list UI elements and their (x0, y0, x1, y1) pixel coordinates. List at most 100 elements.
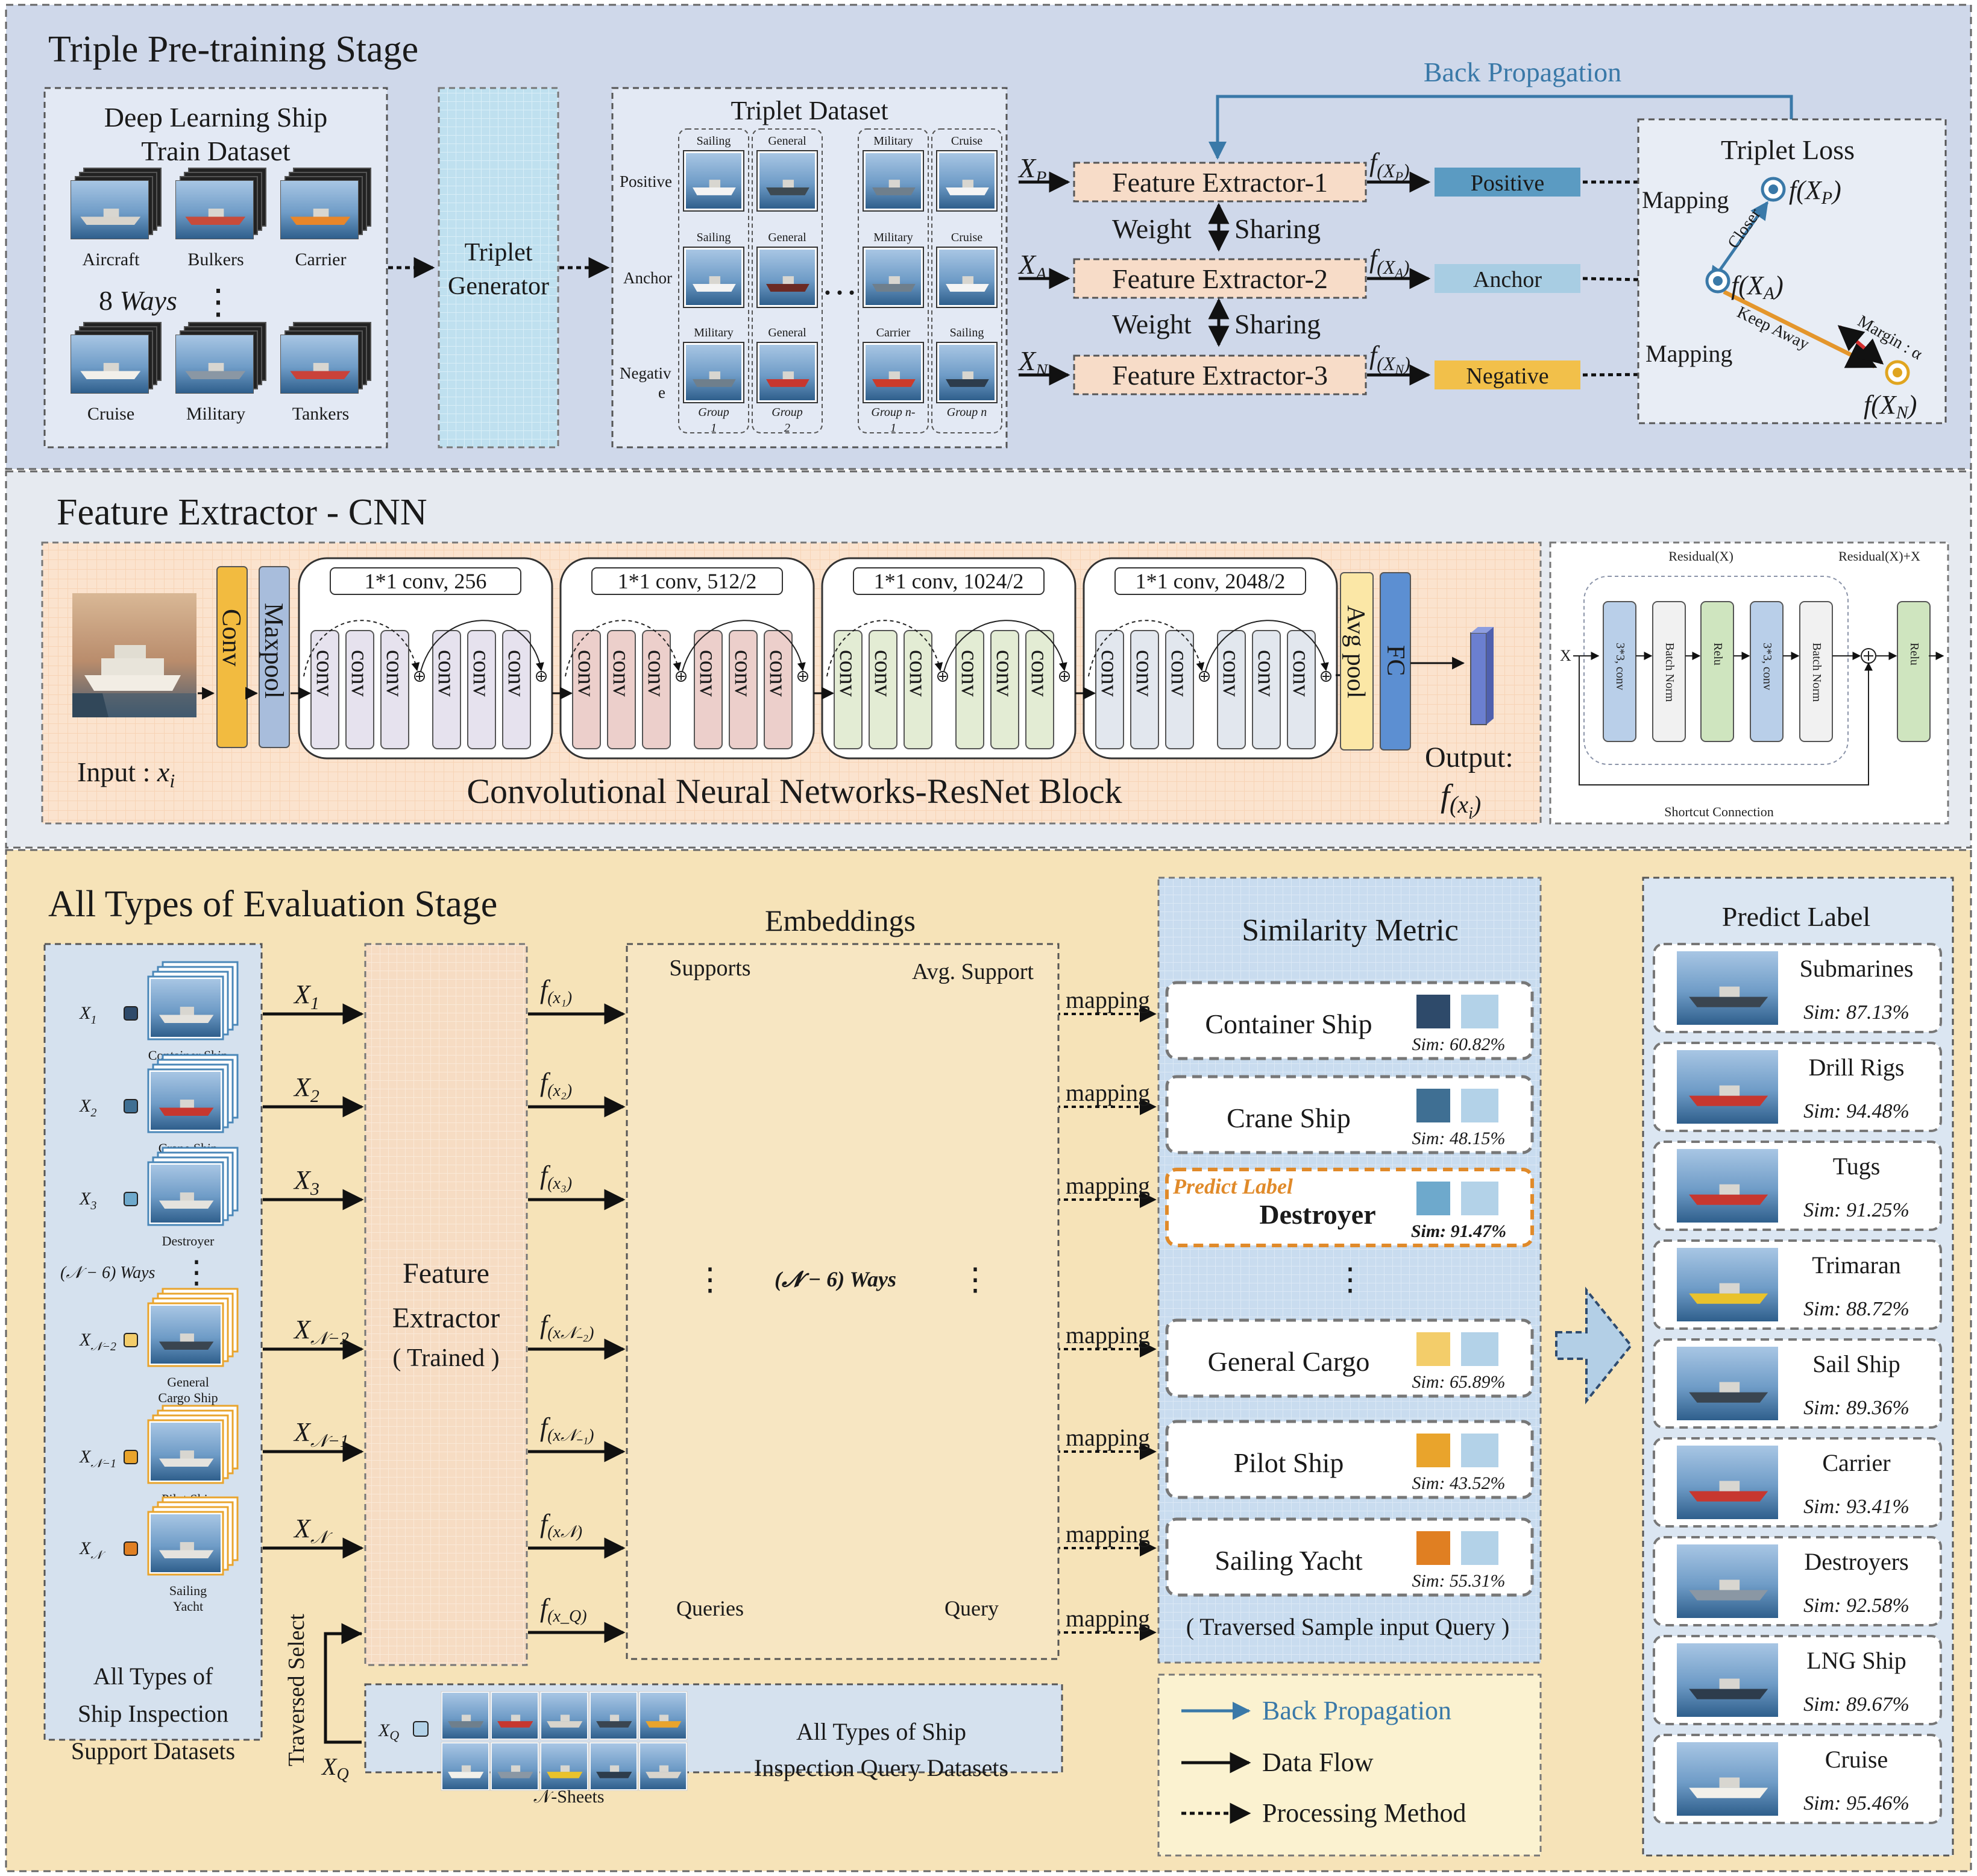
support-rows: X1Container ShipX2Crane ShipX3DestroyerX… (79, 961, 239, 1614)
train-dataset-title-1: Deep Learning Ship (104, 102, 327, 133)
conv-block-label: conv (957, 650, 984, 697)
shortcut-label: Shortcut Connection (1664, 804, 1773, 819)
extractor-label: Feature Extractor-3 (1112, 360, 1328, 391)
predict-label-tag: Predict Label (1172, 1174, 1293, 1198)
embeddings-dots-left: ⋮ (694, 1263, 726, 1297)
similarity-score: Sim: 43.52% (1412, 1473, 1506, 1493)
residual-block-label: Relu (1711, 643, 1724, 666)
similarity-dots: ⋮ (1334, 1263, 1366, 1297)
query-sheet-images (441, 1691, 688, 1791)
predict-item-sim: Sim: 95.46% (1803, 1792, 1909, 1815)
triplet-group-name: Group (772, 406, 802, 419)
mapping-label: mapping (1066, 1172, 1150, 1199)
flow-input-label: X𝒩−1 (293, 1417, 349, 1451)
conv-block-label: conv (1253, 650, 1280, 697)
train-ways: 8 Ways (99, 285, 177, 316)
fxa-label: f(XA) (1731, 271, 1784, 303)
residual-block-label: Batch Norm (1810, 643, 1823, 702)
conv-block-label: conv (503, 650, 530, 697)
triplet-group-name: Group n- (871, 406, 915, 419)
query-box-text-2: Inspection Query Datasets (754, 1754, 1008, 1781)
conv-block-label: conv (312, 650, 339, 697)
conv-block-label: conv (382, 650, 409, 697)
similarity-class-name: Sailing Yacht (1215, 1545, 1363, 1576)
support-datasets-box: X1Container ShipX2Crane ShipX3DestroyerX… (43, 943, 263, 1764)
fc-layer (1380, 572, 1411, 751)
predict-item-sim: Sim: 89.36% (1803, 1397, 1909, 1419)
weight-text-1: Weight (1112, 213, 1192, 244)
evaluation-panel: All Types of Evaluation Stage X1Containe… (5, 849, 1972, 1872)
predict-item-sim: Sim: 92.58% (1803, 1594, 1909, 1617)
predict-item-sim: Sim: 89.67% (1803, 1693, 1909, 1716)
sharing-text-2: Sharing (1234, 309, 1321, 339)
similarity-title: Similarity Metric (1242, 913, 1459, 948)
mapping-label: mapping (1066, 1424, 1150, 1451)
mapping-label: mapping (1066, 1321, 1150, 1349)
triplet-image-label: Carrier (876, 326, 911, 339)
positive-point (1761, 177, 1786, 202)
conv-block-label: conv (608, 650, 635, 697)
predict-item-sim: Sim: 91.25% (1803, 1199, 1909, 1221)
triplet-group-sub: 1 (890, 421, 896, 435)
support-var: X𝒩 (79, 1538, 105, 1562)
train-dataset-box: Deep Learning Ship Train Dataset Aircraf… (43, 87, 388, 449)
similarity-score: Sim: 55.31% (1412, 1571, 1506, 1591)
mapping-label: mapping (1066, 1079, 1150, 1106)
support-dots: ⋮ (181, 1256, 212, 1290)
legend-back-propagation: Back Propagation (1262, 1696, 1451, 1725)
conv-layer-label: Conv (217, 609, 247, 666)
support-caption-2: Ship Inspection (78, 1700, 228, 1727)
triplet-group-sub: 1 (711, 421, 717, 435)
weight-sharing-1: Weight Sharing (1112, 203, 1321, 252)
conv-block-label: conv (643, 650, 670, 697)
support-row: X𝒩−1Pilot Ship (79, 1405, 239, 1506)
conv-block-label: conv (573, 650, 600, 697)
similarity-class-name: Pilot Ship (1234, 1447, 1344, 1478)
queries-label: Queries (676, 1596, 744, 1620)
triplet-image-label: General (768, 231, 806, 244)
trained-extractor-line-1: Feature (403, 1257, 489, 1289)
similarity-score: Sim: 60.82% (1412, 1034, 1506, 1054)
back-propagation-label: Back Propagation (1424, 57, 1621, 87)
conv-block-label: conv (730, 650, 757, 697)
conv-block-label: conv (1096, 650, 1124, 697)
flow-input-label: X3 (293, 1165, 319, 1199)
avg-support-label: Avg. Support (912, 959, 1034, 984)
embedding-label: Positive (1471, 171, 1544, 196)
support-var: X1 (79, 1003, 96, 1027)
predict-item-name: LNG Ship (1806, 1647, 1906, 1674)
negative-point (1885, 360, 1910, 385)
triplet-group-sub: 2 (784, 421, 790, 435)
generator-line-2: Generator (448, 272, 549, 300)
generator-line-1: Triplet (465, 239, 533, 266)
residual-block-label: Relu (1908, 643, 1921, 666)
triplet-dataset-title: Triplet Dataset (731, 96, 888, 125)
mapping-label-negative: Mapping (1645, 340, 1732, 367)
input-label: Input : xi (77, 757, 175, 792)
stage-label: 1*1 conv, 2048/2 (1136, 569, 1286, 593)
residual-block-label: Batch Norm (1663, 643, 1676, 702)
sharing-text-1: Sharing (1234, 213, 1321, 244)
output-vector (1470, 627, 1494, 725)
conv-block-label: conv (433, 650, 460, 697)
train-image-stack: Aircraft (71, 168, 162, 269)
similarity-score: Sim: 65.89% (1412, 1372, 1506, 1392)
residual-input-x: X (1560, 647, 1571, 664)
triplet-image-label: Military (873, 231, 913, 244)
